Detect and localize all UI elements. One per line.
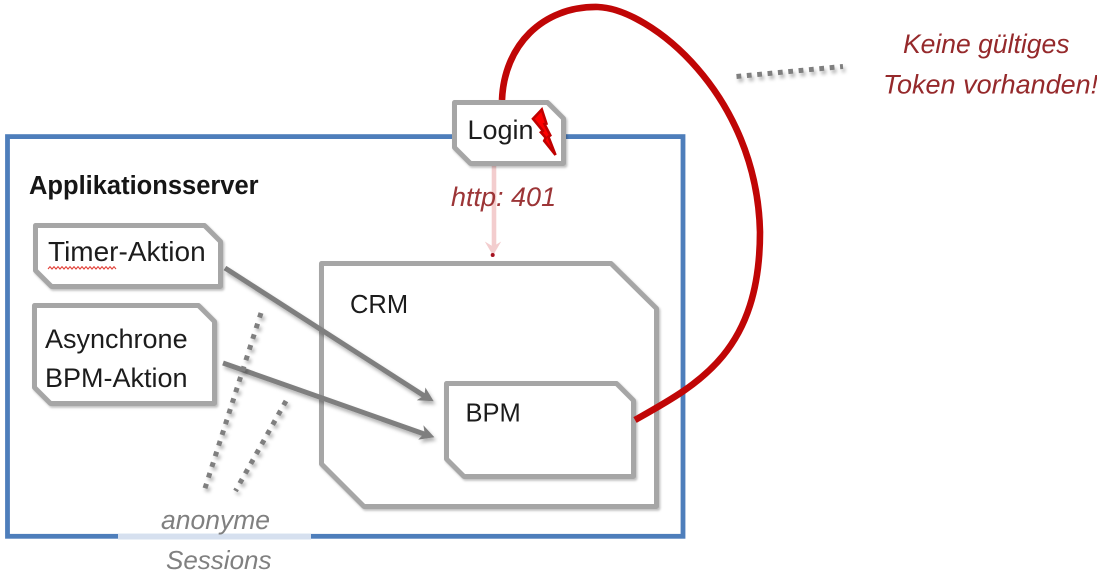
svg-text:BPM: BPM bbox=[466, 400, 521, 428]
svg-text:Token vorhanden!: Token vorhanden! bbox=[883, 70, 1097, 100]
svg-text:http: 401: http: 401 bbox=[451, 182, 556, 212]
svg-text:Timer-Aktion: Timer-Aktion bbox=[48, 236, 206, 267]
svg-text:Sessions: Sessions bbox=[166, 545, 272, 575]
svg-text:Login: Login bbox=[468, 115, 534, 145]
svg-text:anonyme: anonyme bbox=[161, 505, 270, 535]
svg-text:Asynchrone: Asynchrone bbox=[45, 324, 188, 354]
svg-text:Keine gültiges: Keine gültiges bbox=[903, 29, 1069, 59]
svg-text:CRM: CRM bbox=[350, 291, 408, 319]
svg-text:BPM-Aktion: BPM-Aktion bbox=[45, 363, 188, 393]
svg-text:Applikationsserver: Applikationsserver bbox=[29, 172, 259, 200]
